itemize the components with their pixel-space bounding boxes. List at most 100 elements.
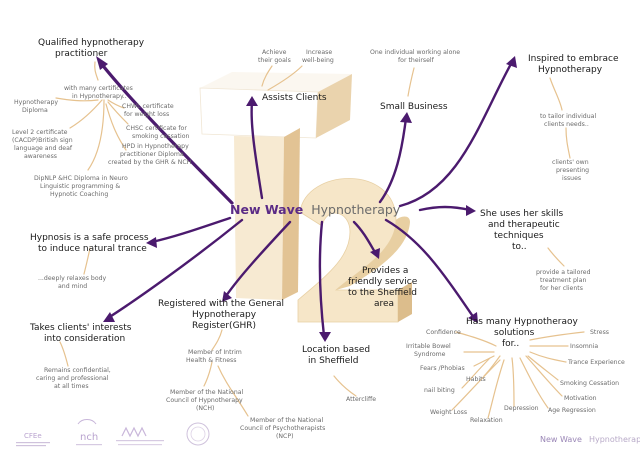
leaf-line-confidential xyxy=(59,341,69,367)
leaf-ibs-line-2: Syndrome xyxy=(414,351,446,358)
leaf-line-smoking xyxy=(527,355,559,381)
leaf-line-tailored xyxy=(547,247,565,267)
leaf-smoking: Smoking Cessation xyxy=(560,380,619,387)
leaf-relaxes-line-2: and mind xyxy=(58,283,87,290)
brand-logo-part2: Hypnotherapy xyxy=(589,435,640,444)
leaf-presenting-line-1: clients' own xyxy=(552,159,589,166)
leaf-confidential-line-2: caring and professional xyxy=(36,375,109,382)
leaf-line-ageregression xyxy=(519,357,549,409)
leaf-depression: Depression xyxy=(504,405,539,412)
node-small-business: Small Business xyxy=(380,102,448,112)
branch-connectors xyxy=(98,60,514,338)
node-interests: Takes clients' interests into considerat… xyxy=(29,323,132,344)
psychotherapists-logo xyxy=(116,426,164,446)
leaf-line-trance xyxy=(529,351,567,363)
leaf-chsc-line-2: smoking cessation xyxy=(132,133,190,140)
leaf-fears: Fears /Phobias xyxy=(420,365,465,372)
leaf-tailor-line-1: to tailor individual xyxy=(540,113,596,120)
leaf-line-habits xyxy=(483,355,501,377)
leaf-hpd-line-2: practitioner Diploma xyxy=(120,151,184,158)
node-friendly-line-3: to the Sheffield xyxy=(348,288,417,298)
branch-solutions xyxy=(384,218,476,320)
leaf-achieve-line-2: their goals xyxy=(258,57,291,64)
leaf-wellbeing-line-1: Increase xyxy=(306,49,332,56)
main-nodes: Qualified hypnotherapy practitioner Assi… xyxy=(29,38,619,366)
arrowhead-friendly xyxy=(370,248,380,259)
leaf-ncp-line-1: Member of the National xyxy=(250,417,324,424)
leaf-cacdp-line-4: awareness xyxy=(24,153,57,160)
leaf-alone-line-1: One individual working alone xyxy=(370,49,460,56)
leaf-confidential-line-1: Remains confidential, xyxy=(44,367,111,374)
leaf-line-presenting xyxy=(565,127,571,159)
leaf-line-fears xyxy=(473,355,495,367)
arrowheads xyxy=(96,56,517,342)
leaf-motivation: Motivation xyxy=(564,395,597,402)
arrowhead-solutions xyxy=(468,312,478,323)
node-qualified-line-1: Qualified hypnotherapy xyxy=(38,38,145,48)
leaf-chsc-line-1: CHSC certificate for xyxy=(126,125,187,132)
branch-assists xyxy=(250,100,264,200)
numeral-two-side xyxy=(398,282,412,322)
center-title: New Wave Hypnotherapy xyxy=(230,201,401,218)
leaf-line-nailbiting xyxy=(461,357,491,389)
leaf-certs-line-1: with many certificates xyxy=(64,85,133,92)
leaf-relaxes-line-1: ...deeply relaxes body xyxy=(38,275,107,282)
brand-logo-part1: New Wave xyxy=(540,435,582,444)
leaf-ageregression: Age Regression xyxy=(548,407,596,414)
leaf-cacdp-line-3: language and deaf xyxy=(14,145,73,152)
branch-location xyxy=(318,220,326,338)
node-location-line-2: in Sheffield xyxy=(308,356,358,366)
leaf-line-intrim xyxy=(211,329,223,351)
t-stem-side xyxy=(282,128,300,300)
node-inspired-line-2: Hypnotherapy xyxy=(538,65,603,75)
node-friendly: Provides a friendly service to the Sheff… xyxy=(348,266,418,309)
leaf-attercliffe: Attercliffe xyxy=(346,396,376,403)
leaf-ibs-line-1: Irritable Bowel xyxy=(406,343,451,350)
leaf-tailor-line-2: clients needs.. xyxy=(544,121,589,128)
nch-logo-text: nch xyxy=(80,432,98,443)
leaf-achieve-line-1: Achieve xyxy=(262,49,287,56)
node-friendly-line-1: Provides a xyxy=(362,266,408,276)
t-top-face xyxy=(200,72,352,92)
leaf-alone-line-2: for theirself xyxy=(398,57,435,64)
leaf-weightloss: Weight Loss xyxy=(430,409,467,416)
leaf-trance: Trance Experience xyxy=(567,359,625,366)
leaf-line-confidence xyxy=(455,331,497,347)
branch-inspired xyxy=(398,60,514,208)
leaf-stress: Stress xyxy=(590,329,609,336)
leaf-line-depression xyxy=(511,357,515,407)
footer-logos: CFEe nch New Wave Hypnotherapy xyxy=(16,419,640,447)
leaf-tailored-line-2: treatment plan xyxy=(540,277,586,284)
numeral-two-edge xyxy=(336,216,410,290)
nch-logo: nch xyxy=(76,419,102,446)
arrowhead-qualified xyxy=(96,56,108,70)
leaf-presenting-line-2: presenting xyxy=(556,167,589,174)
node-inspired: Inspired to embrace Hypnotherapy xyxy=(528,54,619,75)
branch-registered xyxy=(224,220,292,298)
node-registered-line-1: Registered with the General xyxy=(158,299,284,309)
branch-hypnosis xyxy=(150,216,232,244)
node-interests-line-1: Takes clients' interests xyxy=(29,323,132,333)
arrowhead-inspired xyxy=(506,56,517,68)
leaf-tailored-line-1: provide a tailored xyxy=(536,269,591,276)
leaf-line-chsc xyxy=(107,101,129,125)
cfe-logo: CFEe xyxy=(16,432,50,447)
branch-skills xyxy=(418,205,472,212)
branch-interests xyxy=(106,218,244,320)
leaf-certs-line-2: in Hypnotherapy.. xyxy=(72,93,127,100)
center-title-part2: Hypnotherapy xyxy=(311,202,401,217)
leaf-line-weightloss xyxy=(451,359,501,411)
cfe-logo-text: CFEe xyxy=(24,432,42,440)
leaf-line-certs xyxy=(94,61,99,81)
leaf-intrim-line-2: Health & Fitness xyxy=(186,357,237,364)
branch-small-business xyxy=(378,116,408,204)
leaf-line-attercliffe xyxy=(333,375,357,397)
arrowhead-interests xyxy=(103,312,115,322)
node-skills-line-1: She uses her skills xyxy=(480,209,563,219)
leaf-line-relaxes xyxy=(83,247,91,275)
branch-qualified xyxy=(98,60,234,205)
leaf-relaxation: Relaxation xyxy=(470,417,503,424)
seal-logo xyxy=(186,422,210,446)
